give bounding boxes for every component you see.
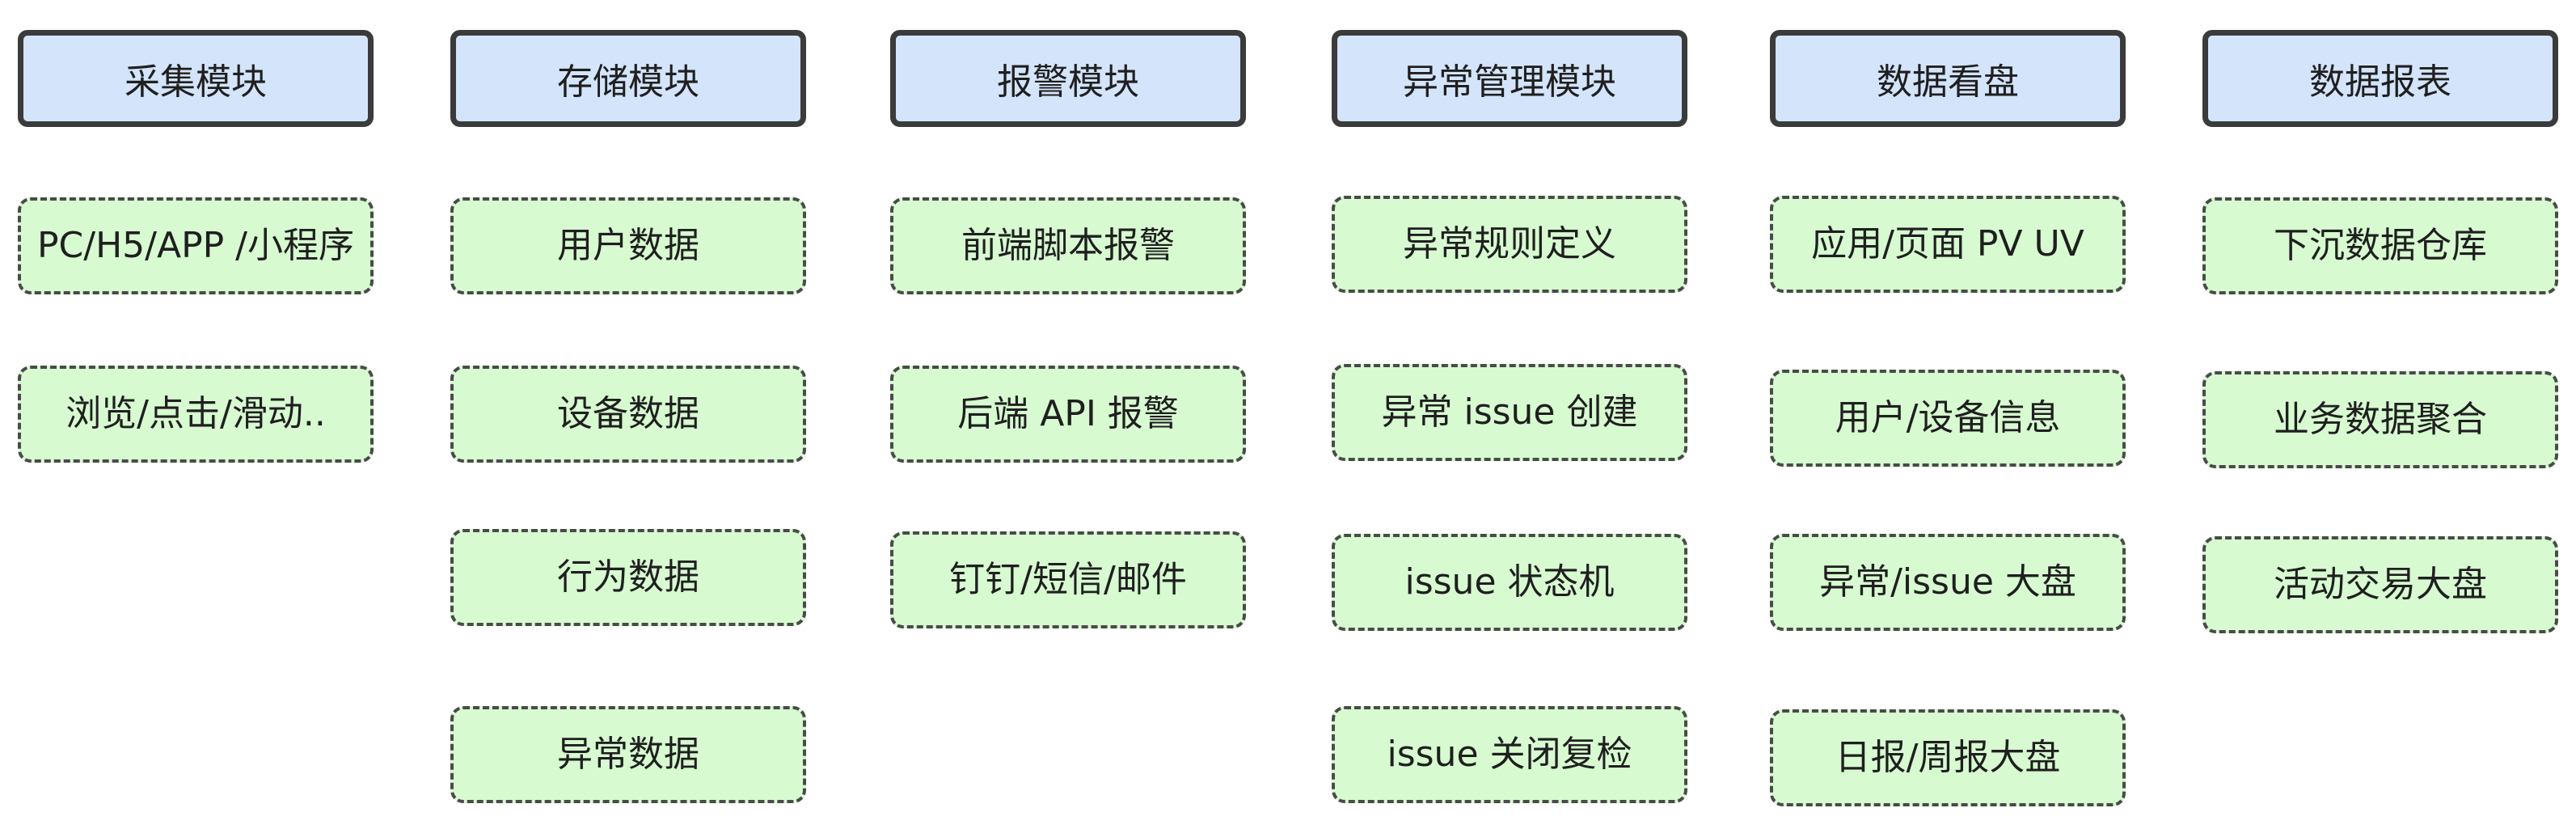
module-header-data-dashboard: 数据看盘 [1770,30,2126,127]
item-frontend-script-alert: 前端脚本报警 [890,197,1246,294]
item-exception-issue-dashboard: 异常/issue 大盘 [1770,534,2126,631]
module-header-data-report: 数据报表 [2202,30,2558,127]
item-device-data: 设备数据 [450,366,806,463]
item-backend-api-alert: 后端 API 报警 [890,366,1246,463]
item-issue-state-machine: issue 状态机 [1332,534,1687,631]
item-app-page-pv-uv: 应用/页面 PV UV [1770,196,2126,293]
column-data-dashboard: 数据看盘 应用/页面 PV UV 用户/设备信息 异常/issue 大盘 日报/… [1770,0,2126,825]
column-collection: 采集模块 PC/H5/APP /小程序 浏览/点击/滑动.. [18,0,374,825]
item-data-warehouse-sink: 下沉数据仓库 [2202,197,2558,294]
item-pc-h5-app-miniprogram: PC/H5/APP /小程序 [18,197,374,294]
item-behavior-data: 行为数据 [450,529,806,626]
item-user-data: 用户数据 [450,197,806,294]
item-activity-transaction-dashboard: 活动交易大盘 [2202,536,2558,633]
module-header-alert: 报警模块 [890,30,1246,127]
module-header-collection: 采集模块 [18,30,374,127]
item-exception-rule-definition: 异常规则定义 [1332,196,1687,293]
module-header-storage: 存储模块 [450,30,806,127]
item-exception-data: 异常数据 [450,706,806,803]
item-browse-click-scroll: 浏览/点击/滑动.. [18,366,374,463]
item-issue-close-recheck: issue 关闭复检 [1332,706,1687,803]
item-user-device-info: 用户/设备信息 [1770,370,2126,467]
column-storage: 存储模块 用户数据 设备数据 行为数据 异常数据 [450,0,806,825]
column-alert: 报警模块 前端脚本报警 后端 API 报警 钉钉/短信/邮件 [890,0,1246,825]
item-business-data-aggregation: 业务数据聚合 [2202,371,2558,468]
item-dingtalk-sms-email: 钉钉/短信/邮件 [890,531,1246,628]
item-daily-weekly-dashboard: 日报/周报大盘 [1770,709,2126,806]
column-exception-management: 异常管理模块 异常规则定义 异常 issue 创建 issue 状态机 issu… [1332,0,1687,825]
module-header-exception-management: 异常管理模块 [1332,30,1687,127]
item-exception-issue-creation: 异常 issue 创建 [1332,364,1687,461]
column-data-report: 数据报表 下沉数据仓库 业务数据聚合 活动交易大盘 [2202,0,2558,825]
